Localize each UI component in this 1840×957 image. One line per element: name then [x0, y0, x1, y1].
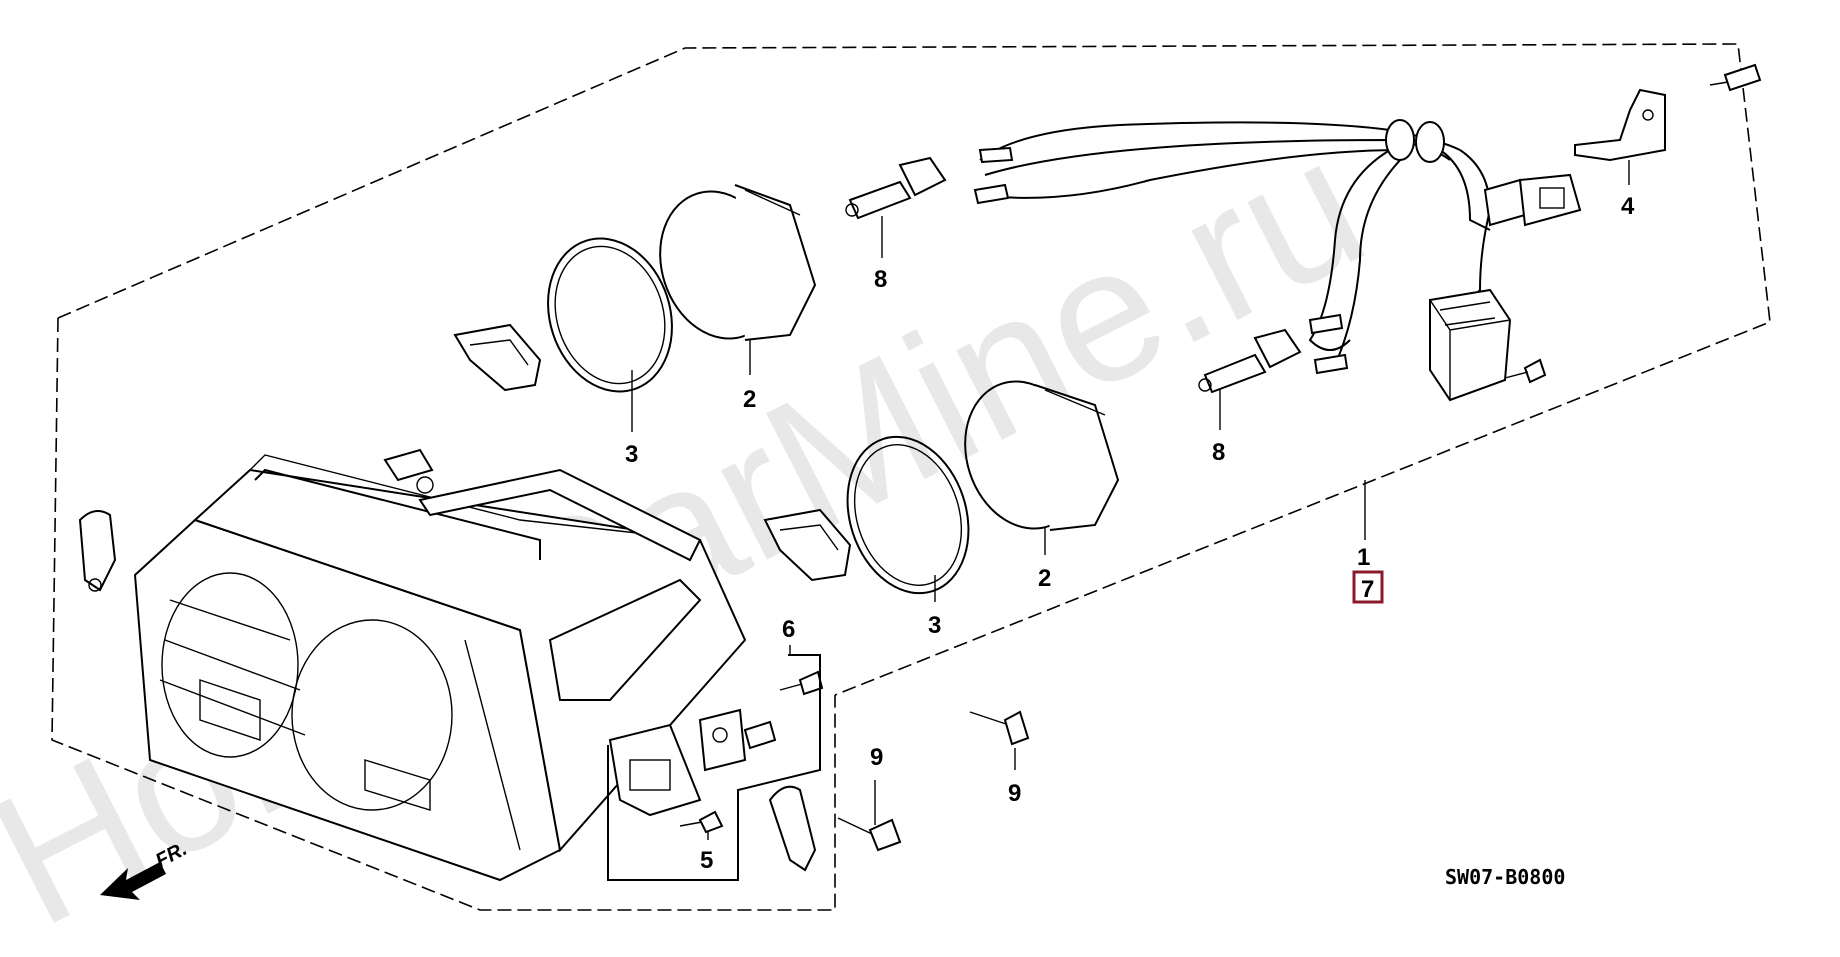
front-arrow-icon — [100, 862, 166, 900]
wire-harness — [973, 119, 1492, 375]
tapping-screw-5 — [679, 810, 724, 834]
screw-actuator — [1504, 358, 1547, 384]
callout-3-lower: 3 — [928, 612, 941, 639]
callout-7-highlight — [1352, 570, 1384, 604]
callout-5: 5 — [700, 847, 713, 874]
callout-1: 1 — [1357, 544, 1370, 571]
retainer-clip-lower — [763, 508, 852, 582]
callout-8-upper: 8 — [874, 266, 887, 293]
callout-6: 6 — [782, 616, 795, 643]
seal-ring-upper — [547, 237, 673, 393]
callout-3-upper: 3 — [625, 441, 638, 468]
hose-elbow — [768, 785, 817, 872]
callout-9-right: 9 — [1008, 780, 1021, 807]
callout-8-lower: 8 — [1212, 439, 1225, 466]
bolt-6 — [779, 670, 824, 696]
callout-9-left: 9 — [870, 744, 883, 771]
bulb-lower — [1198, 328, 1302, 394]
bulb-upper — [845, 156, 947, 220]
callout-4: 4 — [1621, 193, 1635, 220]
callout-2-lower: 2 — [1038, 565, 1051, 592]
harness-connector — [1483, 173, 1582, 227]
screw-top-right — [1709, 63, 1762, 92]
callout-7: 7 — [1361, 576, 1374, 603]
diagram-code: SW07-B0800 — [1445, 865, 1565, 889]
bulb-socket-upper — [659, 184, 817, 341]
sub-assembly-box — [607, 654, 821, 881]
callout-labels: 1 7 2 2 3 3 4 5 6 8 8 9 9 — [625, 193, 1635, 874]
bulb-socket-lower — [964, 380, 1120, 531]
leader-lines — [631, 160, 1630, 840]
leveling-actuator — [1429, 288, 1512, 402]
mounting-bracket — [1574, 88, 1666, 162]
callout-2-upper: 2 — [743, 386, 756, 413]
retainer-clip-upper — [453, 323, 542, 392]
seal-ring-lower — [846, 435, 970, 595]
assembly-boundary — [51, 43, 1771, 911]
bolt-9-right — [969, 710, 1030, 746]
bolt-9-left — [837, 817, 902, 852]
socket-bracket — [608, 708, 777, 817]
